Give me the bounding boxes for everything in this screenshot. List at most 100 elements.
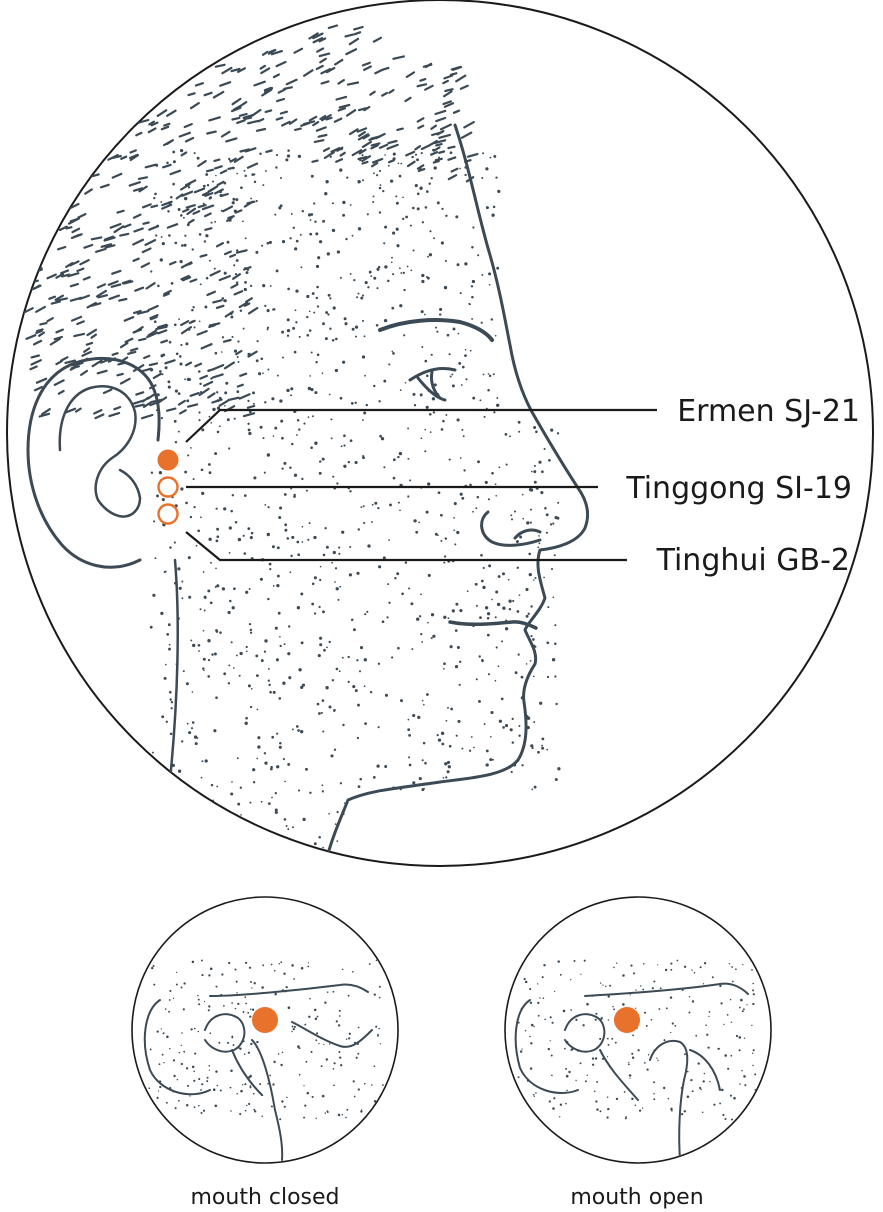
skin-dot <box>268 562 272 566</box>
skin-dot <box>424 206 428 209</box>
skin-dot <box>488 374 492 378</box>
inset-dot <box>251 1008 255 1011</box>
skin-dot <box>286 334 290 337</box>
skin-dot <box>489 735 492 738</box>
inset-dot <box>215 1070 218 1073</box>
skin-dot <box>387 583 390 586</box>
hair-stroke <box>147 127 157 134</box>
skin-dot <box>490 710 494 715</box>
hair-stroke <box>185 361 193 367</box>
skin-dot <box>421 273 425 278</box>
inset-dot <box>533 1095 535 1098</box>
skin-dot <box>376 764 380 768</box>
skin-dot <box>215 696 218 700</box>
skin-dot <box>276 374 279 377</box>
hair-stroke <box>40 408 51 416</box>
hair-stroke <box>361 155 371 163</box>
skin-dot <box>557 501 560 504</box>
skin-dot <box>309 791 312 795</box>
hair-stroke <box>414 145 422 151</box>
skin-dot <box>188 595 192 599</box>
skin-dot <box>546 641 550 645</box>
skin-dot <box>187 840 191 844</box>
skin-dot <box>375 324 379 327</box>
hair-stroke <box>339 151 346 157</box>
skin-dot <box>360 506 363 508</box>
skin-dot <box>167 385 171 389</box>
hair-stroke <box>348 128 359 136</box>
skin-dot <box>177 208 181 211</box>
inset-dot <box>273 969 276 972</box>
skin-dot <box>306 333 310 337</box>
inset-dot <box>728 963 731 965</box>
hair-stroke <box>268 48 276 54</box>
skin-dot <box>272 308 276 311</box>
skin-dot <box>430 353 433 356</box>
hair-stroke <box>169 169 182 176</box>
inset-dot <box>324 1001 327 1004</box>
skin-dot <box>426 693 429 696</box>
skin-dot <box>179 260 183 264</box>
inset-dot <box>375 1113 378 1116</box>
inset-dot <box>713 1103 716 1106</box>
leader-lines <box>185 408 657 562</box>
skin-dot <box>459 292 462 295</box>
skin-dot <box>310 174 314 178</box>
inset-dot <box>239 1113 242 1116</box>
skin-dot <box>259 841 262 844</box>
skin-dot <box>185 342 189 346</box>
skin-dot <box>319 578 322 582</box>
skin-dot <box>181 792 184 795</box>
inset-dot <box>537 1001 540 1005</box>
inset-dot <box>254 1110 257 1113</box>
inset-dot <box>740 998 743 1002</box>
skin-dot <box>403 288 406 292</box>
hair-stroke <box>356 127 368 133</box>
skin-dot <box>460 384 463 386</box>
skin-dot <box>533 470 537 474</box>
inset-dot <box>231 1002 233 1004</box>
hair-stroke <box>30 359 42 366</box>
skin-dot <box>161 715 165 719</box>
skin-dot <box>526 521 530 525</box>
skin-dot <box>177 567 181 571</box>
skin-dot <box>286 328 291 333</box>
inset-dot <box>191 1065 195 1069</box>
inset-dot <box>168 999 171 1001</box>
skin-dot <box>487 389 490 392</box>
inset-dot <box>726 1014 729 1016</box>
hair-stroke <box>315 126 327 132</box>
skin-dot <box>285 158 289 162</box>
skin-dot <box>267 679 270 682</box>
skin-dot <box>150 471 154 474</box>
skin-dot <box>552 596 555 599</box>
inset-dot <box>586 1002 589 1006</box>
skin-dot <box>323 648 326 652</box>
skin-dot <box>495 590 499 594</box>
inset-dot <box>208 974 211 977</box>
skin-dot <box>363 658 367 662</box>
skin-dot <box>160 354 164 358</box>
inset-dot <box>315 1039 318 1042</box>
inset-dot <box>291 1025 294 1028</box>
inset-dot <box>695 1034 698 1037</box>
skin-dot <box>215 567 217 570</box>
skin-dot <box>192 306 195 309</box>
skin-dot <box>408 763 412 767</box>
skin-dot <box>172 150 176 154</box>
hair-stroke <box>25 264 37 272</box>
inset-dot <box>242 1084 244 1086</box>
skin-dot <box>472 226 475 229</box>
skin-dot <box>437 491 441 495</box>
skin-dot <box>168 643 171 646</box>
skin-dot <box>161 498 165 502</box>
skin-dot <box>400 162 403 165</box>
hair-stroke <box>77 213 87 219</box>
hair-stroke <box>135 107 144 112</box>
inset-dot <box>175 983 178 986</box>
skin-dot <box>425 510 429 514</box>
skin-dot <box>206 183 210 187</box>
hair-stroke <box>211 373 224 379</box>
inset-dot <box>339 1056 342 1059</box>
inset-dot <box>251 987 253 989</box>
